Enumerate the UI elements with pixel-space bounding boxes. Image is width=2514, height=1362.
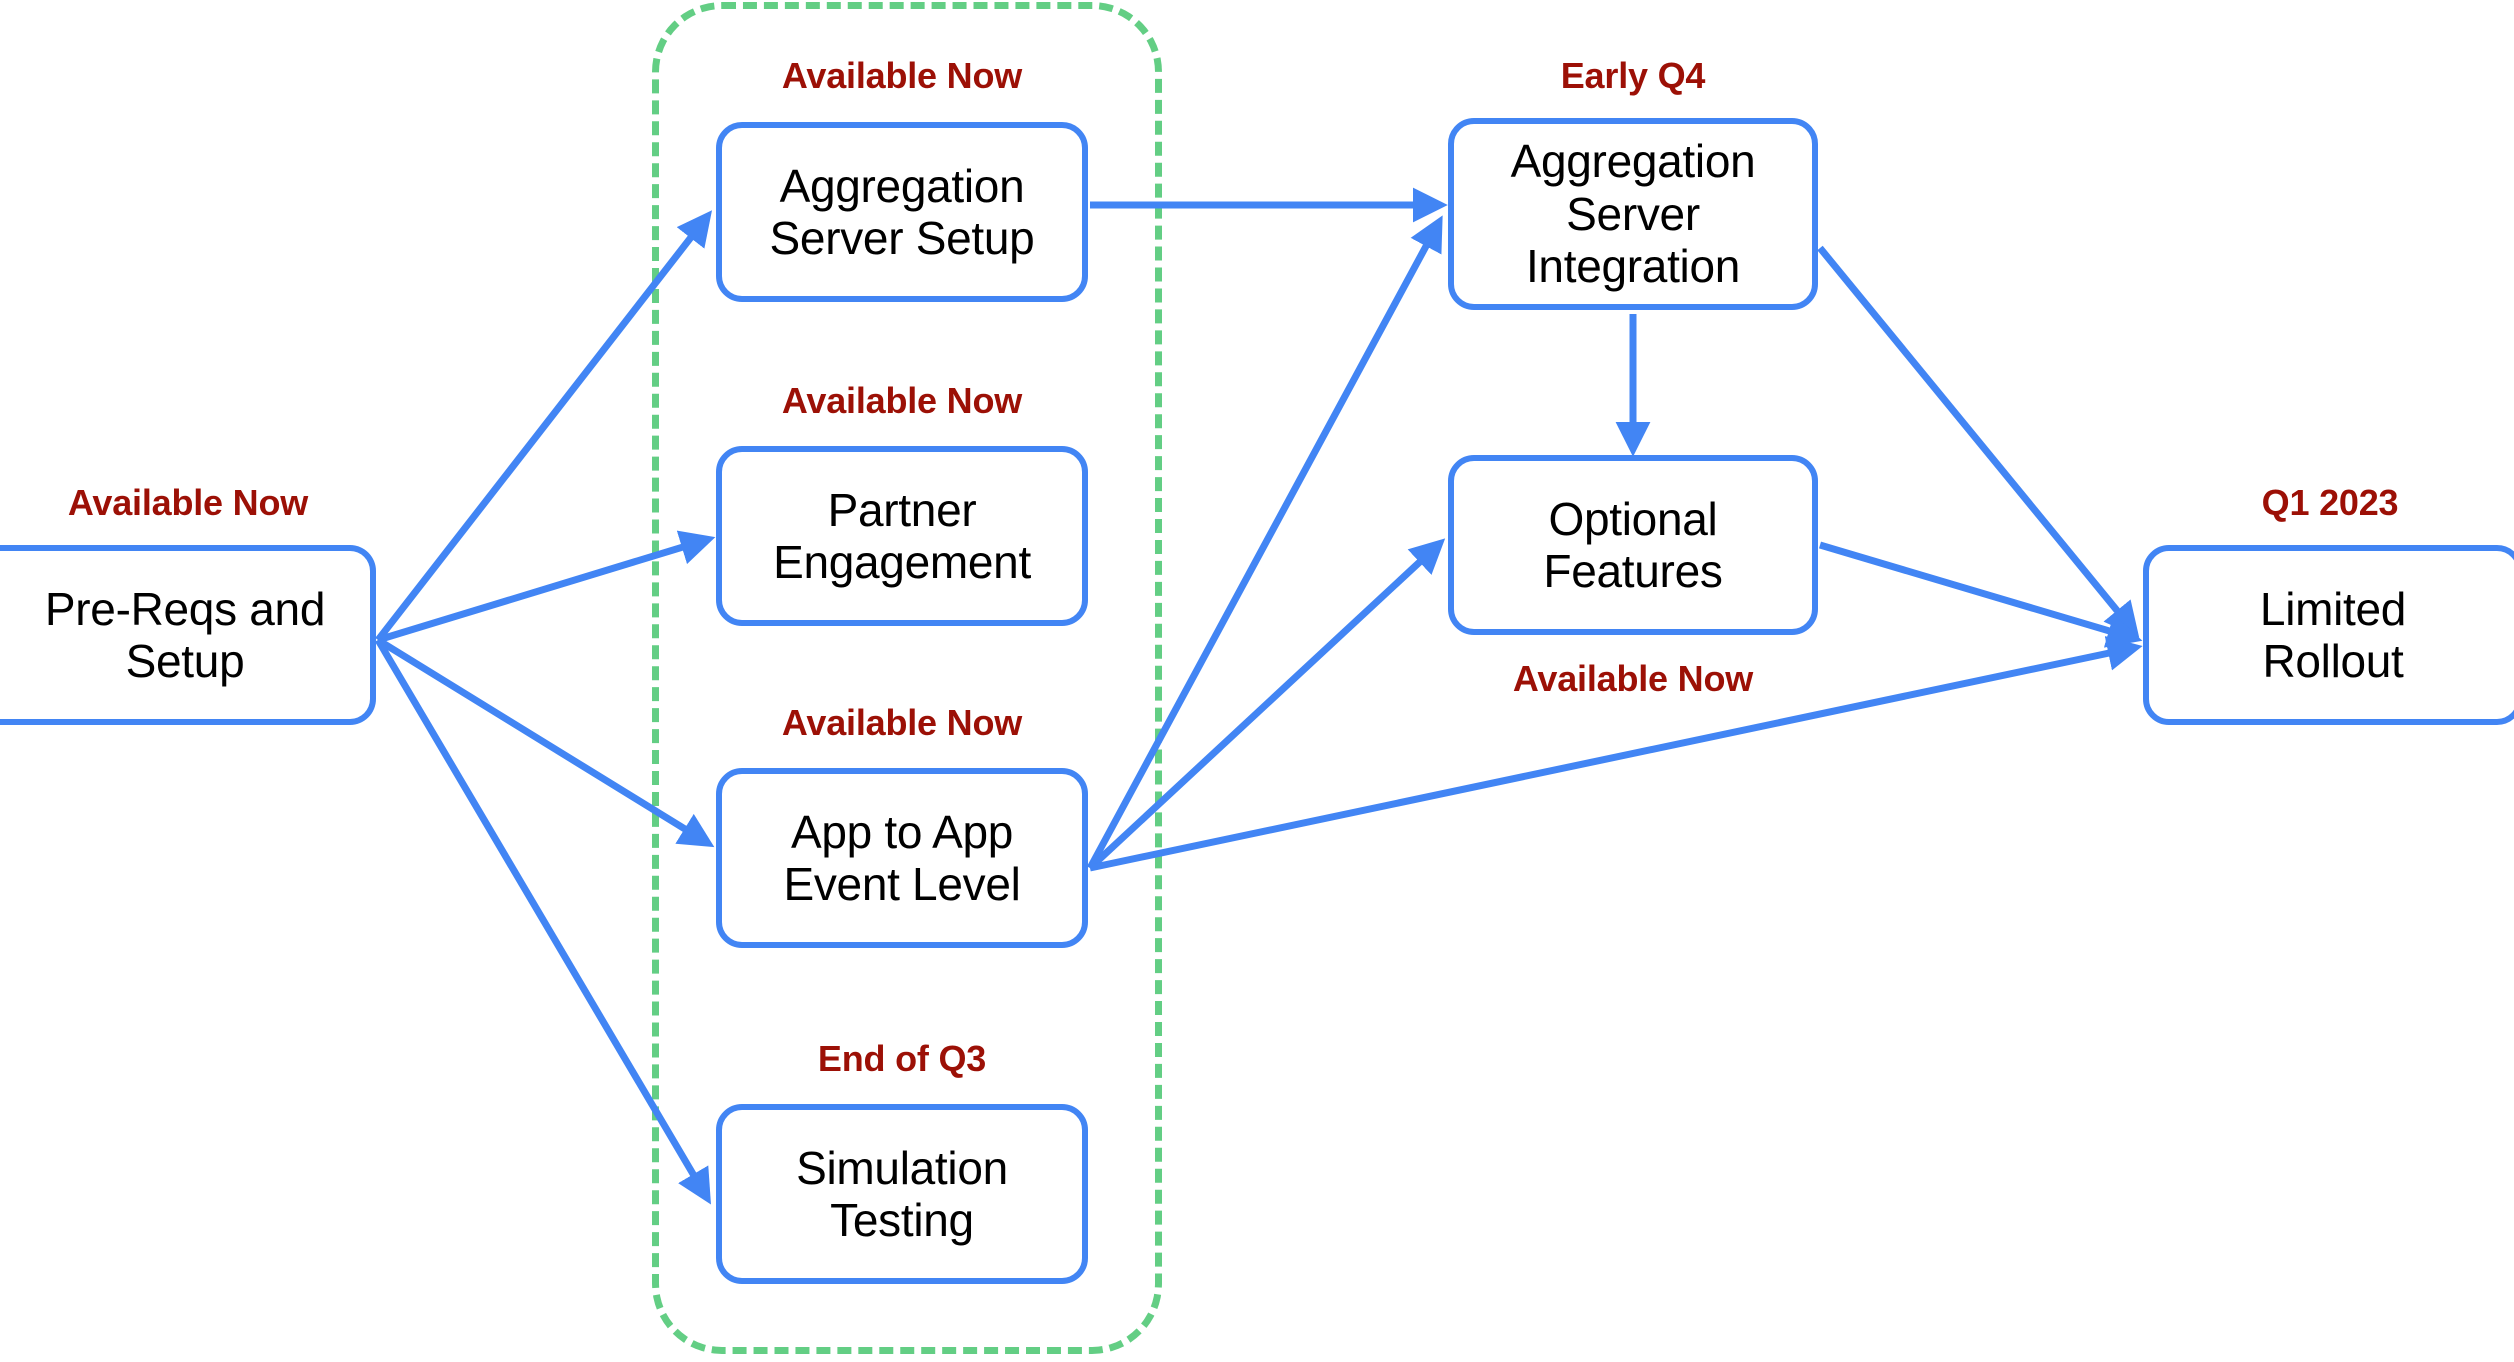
status-label-aggregation-server-setup: Available Now [781,55,1023,96]
node-partner-engagement[interactable]: Partner Engagement [716,446,1088,626]
node-aggregation-server-setup[interactable]: Aggregation Server Setup [716,122,1088,302]
node-limited-rollout[interactable]: Limited Rollout [2143,545,2514,725]
node-label-aggregation-server-setup: Aggregation Server Setup [769,159,1035,264]
status-label-app-to-app-event-level: Available Now [781,702,1023,743]
node-label-simulation-testing: Simulation Testing [796,1141,1008,1246]
node-aggregation-server-integration[interactable]: Aggregation Server Integration [1448,118,1818,310]
node-optional-features[interactable]: Optional Features [1448,455,1818,635]
node-label-optional-features: Optional Features [1543,492,1723,597]
node-simulation-testing[interactable]: Simulation Testing [716,1104,1088,1284]
node-label-app-to-app-event-level: App to App Event Level [783,805,1021,910]
node-label-aggregation-server-integration: Aggregation Server Integration [1510,135,1756,293]
status-label-partner-engagement: Available Now [781,380,1023,421]
status-label-limited-rollout: Q1 2023 [2261,482,2399,523]
status-label-pre-reqs: Available Now [67,482,309,523]
status-label-aggregation-server-integration: Early Q4 [1560,55,1706,96]
edge-optional-features-to-limited-rollout [1819,541,2143,648]
status-label-optional-features: Available Now [1512,658,1754,699]
edge-aggregation-server-integration-to-limited-rollout [1817,245,2140,638]
node-label-pre-reqs-and-setup: Pre-Reqs and Setup [44,582,326,687]
status-label-simulation-testing: End of Q3 [817,1038,987,1079]
node-label-limited-rollout: Limited Rollout [2259,582,2407,687]
node-pre-reqs-and-setup[interactable]: Pre-Reqs and Setup [0,545,376,725]
node-label-partner-engagement: Partner Engagement [773,483,1031,588]
node-app-to-app-event-level[interactable]: App to App Event Level [716,768,1088,948]
